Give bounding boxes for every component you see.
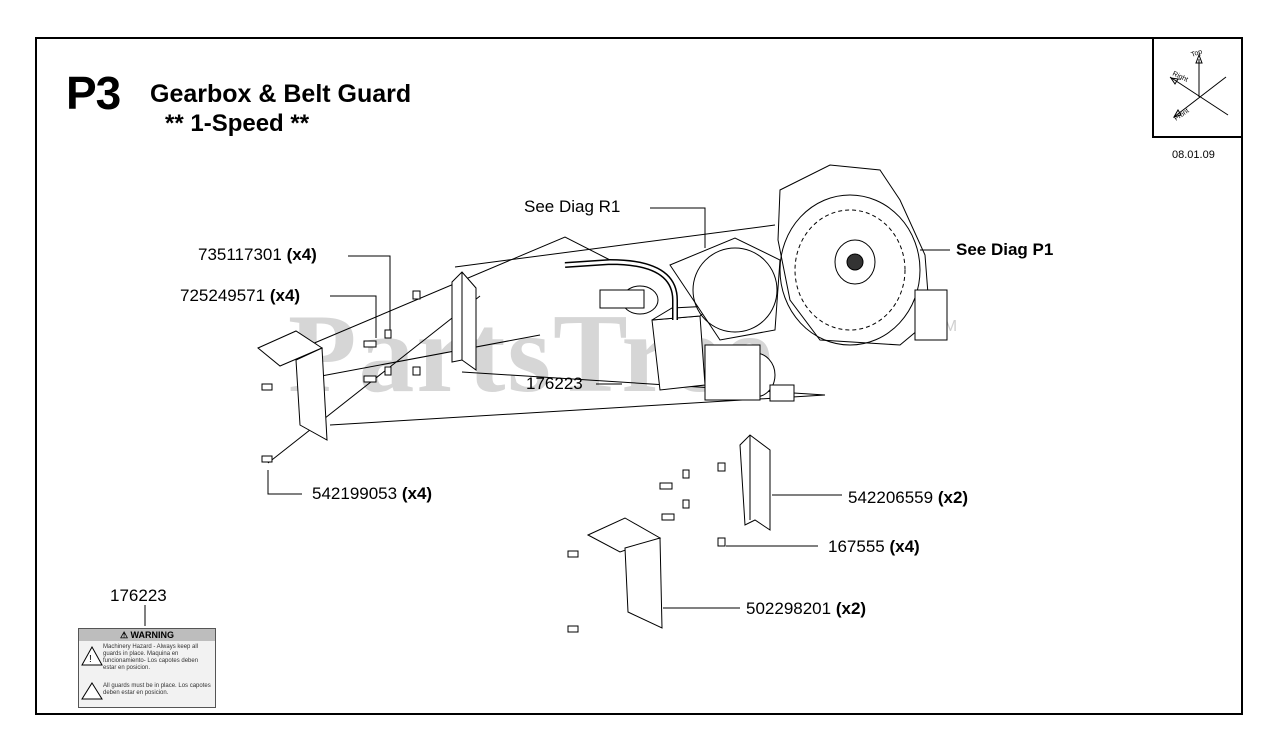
callout-176223-decal[interactable]: 176223 <box>526 374 583 393</box>
orientation-indicator: Top Right Front <box>1152 37 1243 138</box>
callout-542199053[interactable]: 542199053 (x4) <box>312 484 433 503</box>
diagram-frame <box>35 37 1243 715</box>
callout-735117301[interactable]: 735117301 (x4) <box>198 245 317 264</box>
gearbox <box>564 237 795 402</box>
belt-guard-left <box>257 271 477 441</box>
warning-decal: ⚠ WARNING ! Machinery Hazard - Always ke… <box>78 628 216 708</box>
callout-see-diag-r1[interactable]: See Diag R1 <box>524 197 621 216</box>
date-code: 08.01.09 <box>1172 149 1215 161</box>
hazard-icon: ! <box>81 645 103 666</box>
orientation-top-label: Top <box>1190 48 1203 58</box>
guard-icon <box>81 682 103 700</box>
callout-167555[interactable]: 167555 (x4) <box>828 537 920 556</box>
callout-502298201[interactable]: 502298201 (x2) <box>746 599 867 618</box>
warning-text-1: Machinery Hazard - Always keep all guard… <box>103 644 199 671</box>
engine-housing <box>777 164 948 346</box>
callout-542206559[interactable]: 542206559 (x2) <box>848 488 969 507</box>
screws-left <box>261 290 421 463</box>
warning-heading: ⚠ WARNING <box>79 629 215 641</box>
page-code: P3 <box>66 67 121 119</box>
callout-see-diag-p1[interactable]: See Diag P1 <box>956 240 1054 259</box>
screws-right <box>567 462 726 633</box>
belt-guard-right <box>586 434 771 629</box>
page-title: Gearbox & Belt Guard <box>150 80 412 108</box>
assembly-leader-line <box>311 236 611 345</box>
callout-leaders <box>144 207 950 626</box>
page-subtitle: ** 1-Speed ** <box>165 110 310 137</box>
warning-text-2: All guards must be in place. Los capotes… <box>103 683 211 696</box>
callout-176223-label[interactable]: 176223 <box>110 586 167 605</box>
svg-text:!: ! <box>89 654 92 665</box>
callout-725249571[interactable]: 725249571 (x4) <box>180 286 301 305</box>
orientation-axes-icon: Top Right Front <box>1169 48 1229 123</box>
